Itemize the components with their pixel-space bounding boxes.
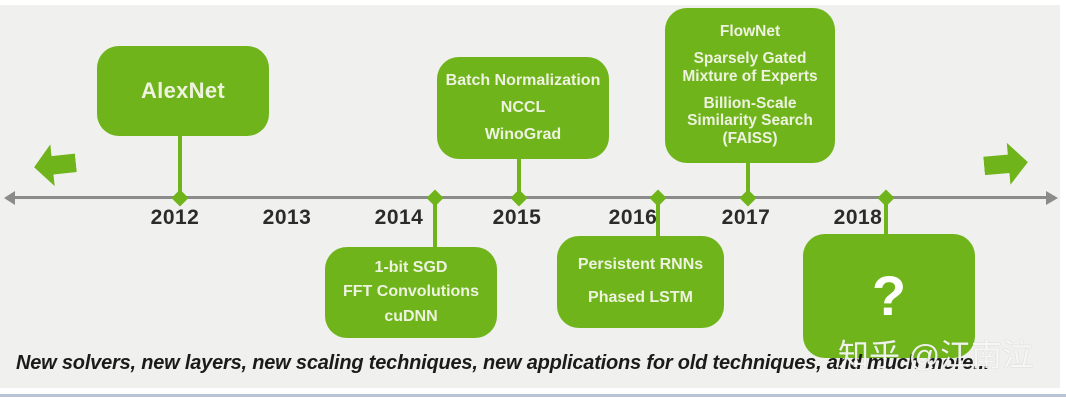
timeline-axis — [12, 196, 1048, 199]
milestone-item: cuDNN — [384, 307, 438, 325]
milestone-box-batch-norm: Batch Normalization NCCL WinoGrad — [437, 57, 609, 159]
year-label-2014: 2014 — [374, 206, 424, 229]
connector-future — [884, 198, 888, 235]
milestone-item: Billion-Scale Similarity Search (FAISS) — [687, 94, 813, 148]
milestone-item: AlexNet — [140, 78, 226, 104]
milestone-item: Phased LSTM — [588, 289, 693, 307]
axis-arrowhead-right-icon — [1046, 190, 1058, 205]
question-mark: ? — [871, 264, 907, 327]
tagline-text: New solvers, new layers, new scaling tec… — [16, 352, 990, 374]
milestone-item: WinoGrad — [484, 125, 562, 143]
connector-persistent-rnns — [656, 198, 660, 237]
year-label-2016: 2016 — [608, 206, 658, 229]
connector-alexnet — [178, 136, 182, 198]
milestone-box-flownet: FlowNet Sparsely Gated Mixture of Expert… — [665, 8, 835, 163]
year-label-2013: 2013 — [262, 206, 312, 229]
connector-one-bit-sgd — [433, 198, 437, 248]
axis-arrowhead-left-icon — [4, 190, 15, 205]
year-label-2012: 2012 — [150, 206, 200, 229]
milestone-box-future: ? — [803, 234, 975, 358]
milestone-item: Sparsely Gated Mixture of Experts — [682, 49, 818, 85]
milestone-item: Batch Normalization — [445, 71, 601, 89]
milestone-item: 1-bit SGD — [374, 258, 448, 276]
connector-batch-norm — [517, 159, 521, 198]
milestone-box-alexnet: AlexNet — [97, 46, 269, 136]
milestone-box-persistent-rnns: Persistent RNNs Phased LSTM — [557, 236, 724, 328]
milestone-box-one-bit-sgd: 1-bit SGD FFT Convolutions cuDNN — [325, 247, 497, 338]
milestone-item: Persistent RNNs — [577, 256, 704, 274]
footer-divider-line — [0, 394, 1066, 397]
milestone-item: NCCL — [500, 98, 546, 116]
zhihu-watermark: 知乎 @江南泣 — [838, 338, 1034, 373]
milestone-item: FFT Convolutions — [343, 283, 479, 301]
year-label-2017: 2017 — [721, 206, 771, 229]
year-label-2015: 2015 — [492, 206, 542, 229]
connector-flownet — [746, 163, 750, 198]
milestone-item: FlowNet — [719, 23, 781, 41]
year-label-2018: 2018 — [833, 206, 883, 229]
